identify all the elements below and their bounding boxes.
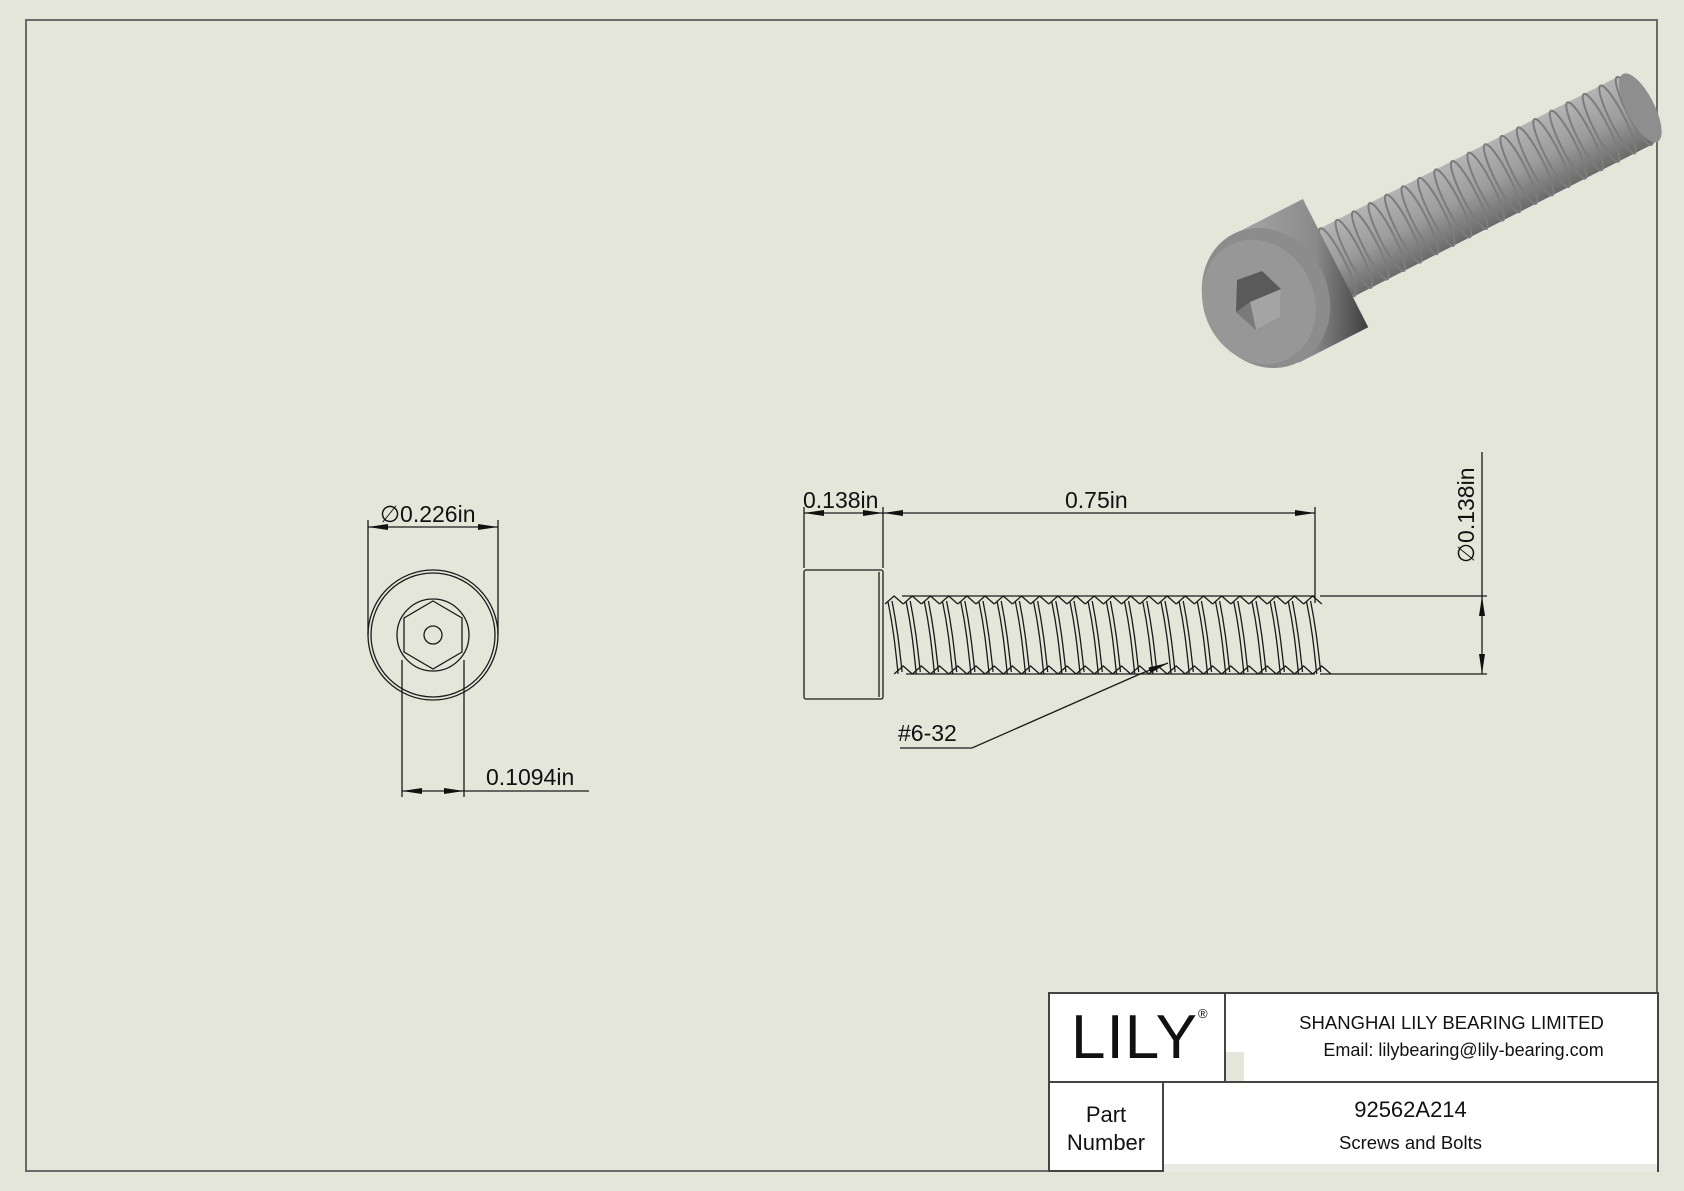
part-number: 92562A214 — [1354, 1097, 1467, 1122]
label-part: Part — [1085, 1102, 1127, 1127]
cell-shading — [1164, 1164, 1657, 1172]
registered-mark-icon: ® — [1198, 1006, 1208, 1021]
label-number: Number — [1066, 1130, 1146, 1155]
title-block: LILY ® SHANGHAI LILY BEARING LIMITED Ema… — [1048, 992, 1659, 1172]
company-info: SHANGHAI LILY BEARING LIMITED Email: lil… — [1226, 994, 1657, 1083]
iso-screw-render — [1201, 73, 1662, 369]
front-view — [367, 520, 589, 797]
thread-spec-label: #6-32 — [898, 720, 957, 746]
part-info: 92562A214 Screws and Bolts — [1164, 1083, 1657, 1172]
head-height-label: 0.138in — [803, 487, 878, 513]
company-name: SHANGHAI LILY BEARING LIMITED — [1299, 1012, 1604, 1033]
head-diameter-label: ∅0.226in — [380, 501, 476, 527]
part-number-label: Part Number — [1050, 1083, 1164, 1172]
cell-shading — [1226, 1052, 1244, 1081]
socket-size-label: 0.1094in — [486, 764, 574, 790]
company-email: Email: lilybearing@lily-bearing.com — [1323, 1040, 1604, 1060]
thread-diameter-label: ∅0.138in — [1453, 467, 1479, 563]
part-category: Screws and Bolts — [1339, 1132, 1482, 1153]
side-view — [803, 452, 1487, 749]
logo-text: LILY — [1071, 1003, 1198, 1072]
drawing-sheet-border — [25, 19, 1658, 1172]
length-label: 0.75in — [1065, 487, 1128, 513]
thread-pattern — [884, 595, 1332, 675]
company-logo: LILY ® — [1050, 994, 1226, 1083]
